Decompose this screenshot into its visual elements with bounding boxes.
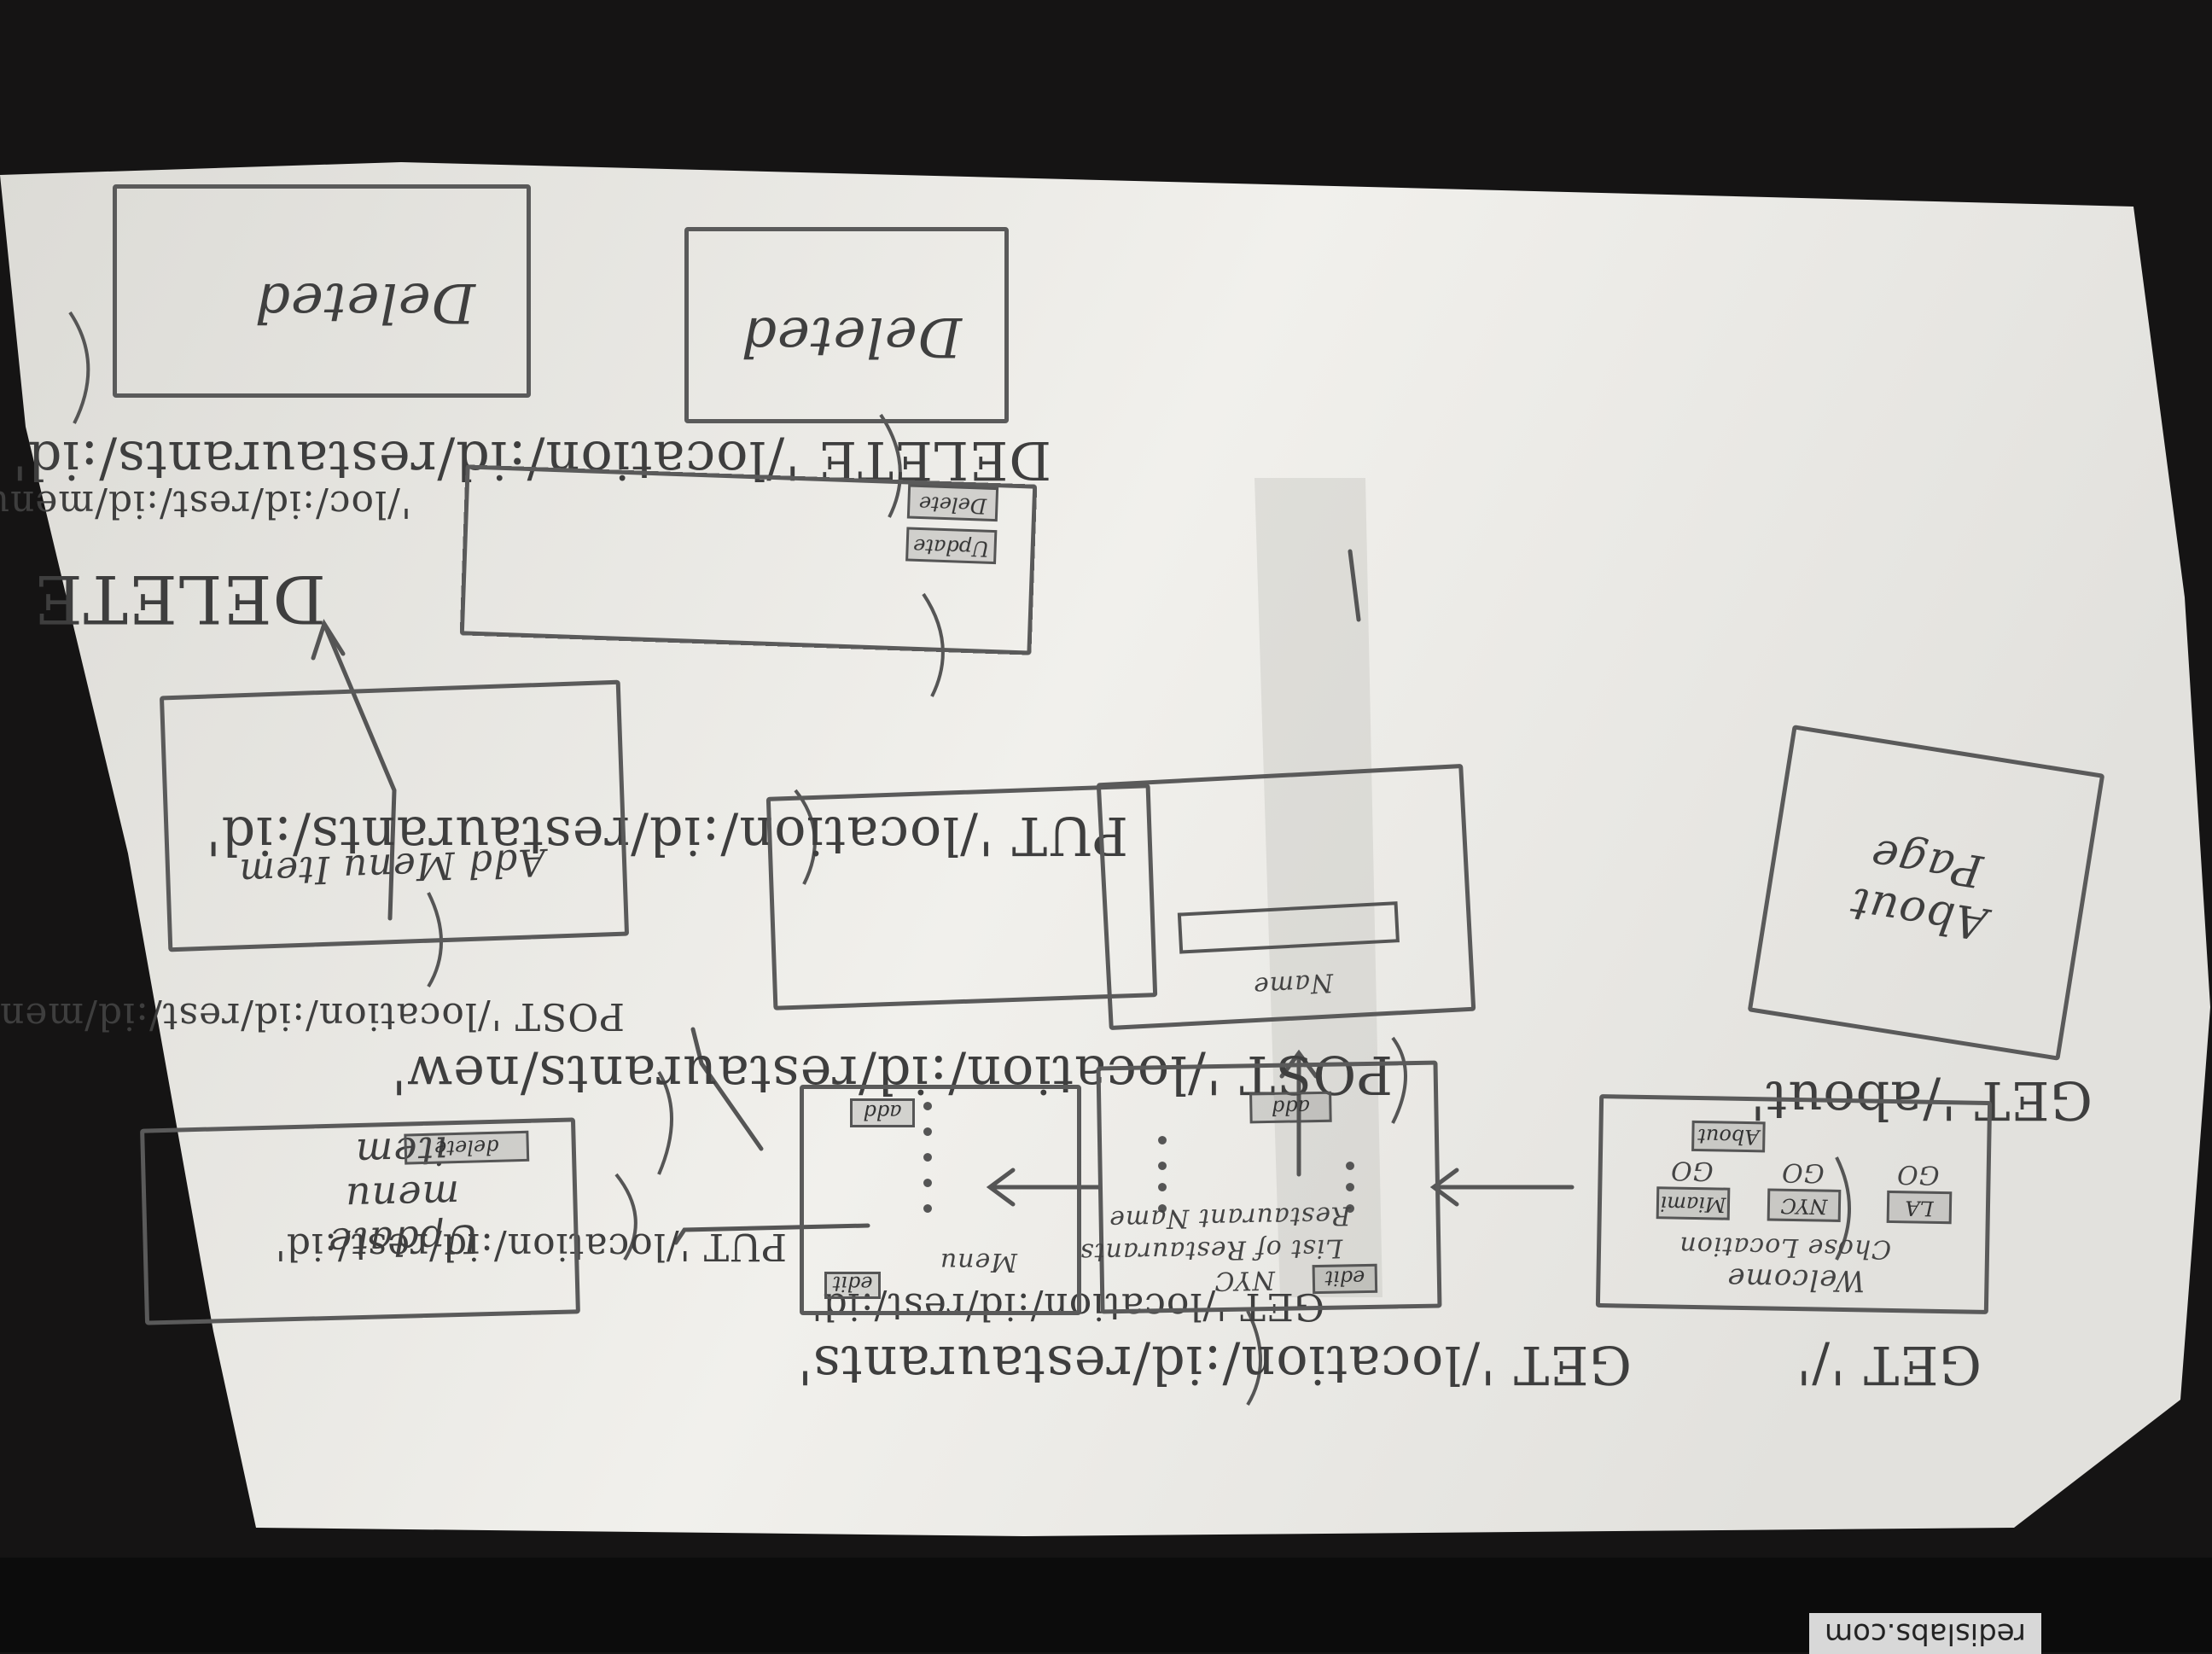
- welcome-screen: Welcome Chose Location LA NYC Miami GO G…: [1595, 1094, 1993, 1314]
- route-post-menu-item: POST '/location/:id/rest/:id/menu/': [0, 994, 625, 1038]
- menu-add-button[interactable]: add: [850, 1098, 915, 1127]
- miami-go-label: GO: [1669, 1155, 1714, 1186]
- welcome-title: Welcome: [1726, 1261, 1866, 1298]
- restaurant-list-item[interactable]: Restaurant Name: [1108, 1200, 1351, 1235]
- edit-restaurant-screen: Update Delete: [459, 464, 1038, 655]
- add-menu-item-title: Add Menu Item: [237, 839, 546, 894]
- restaurant-delete-button[interactable]: Delete: [906, 484, 999, 522]
- menu-edit-button[interactable]: edit: [824, 1272, 881, 1299]
- shadow-band: [1254, 478, 1382, 1297]
- deleted-menu-item-screen: Deleted: [113, 184, 531, 398]
- menu-item-delete-button[interactable]: delete: [404, 1130, 530, 1165]
- new-restaurant-name-input[interactable]: [1177, 901, 1400, 954]
- about-screen: About Page: [1747, 725, 2105, 1061]
- restaurant-edit-button[interactable]: edit: [1312, 1263, 1378, 1295]
- location-button-miami[interactable]: Miami: [1656, 1186, 1731, 1220]
- route-get-root: GET '/': [1796, 1334, 1982, 1396]
- nyc-go-label: GO: [1780, 1156, 1825, 1188]
- new-restaurant-preview: [765, 783, 1158, 1010]
- restaurant-list-city: NYC: [1214, 1264, 1276, 1296]
- la-go-label: GO: [1895, 1159, 1940, 1190]
- restaurant-add-button[interactable]: add: [1249, 1091, 1332, 1124]
- route-delete-menu-item: DELETE: [32, 560, 326, 637]
- restaurant-list-screen: NYC edit List of Restaurants Restaurant …: [1080, 1060, 1442, 1314]
- restaurant-list-title: List of Restaurants: [1079, 1232, 1343, 1267]
- deleted-restaurant-title: Deleted: [740, 305, 962, 368]
- welcome-subtitle: Chose Location: [1679, 1230, 1892, 1264]
- add-menu-item-screen: Add Menu Item: [159, 679, 630, 952]
- new-restaurant-name-label: Name: [1252, 967, 1335, 1002]
- arrow-menu-to-add: [690, 1027, 764, 1151]
- about-title: About Page: [1846, 828, 1991, 950]
- paper-surface: [0, 162, 2210, 1536]
- deleted-restaurant-screen: Deleted: [684, 227, 1009, 423]
- restaurant-update-button[interactable]: Update: [905, 527, 998, 565]
- update-menu-item-screen: Update menu item delete: [140, 1117, 580, 1325]
- watermark-label: redislabs.com: [1809, 1613, 2041, 1654]
- deleted-menu-item-title: Deleted: [253, 271, 475, 334]
- about-button[interactable]: About: [1691, 1120, 1766, 1153]
- menu-screen: edit Menu add: [800, 1085, 1081, 1315]
- location-button-la[interactable]: LA: [1886, 1190, 1953, 1225]
- arrow-menu-to-update: [673, 1223, 870, 1245]
- location-button-nyc[interactable]: NYC: [1767, 1188, 1842, 1222]
- arrow-edit-to-delete: [1348, 549, 1361, 622]
- route-get-restaurants: GET '/location/:id/restaurants': [796, 1334, 1632, 1396]
- arrow-add-to-delete: [323, 626, 397, 921]
- menu-title: Menu: [939, 1247, 1017, 1277]
